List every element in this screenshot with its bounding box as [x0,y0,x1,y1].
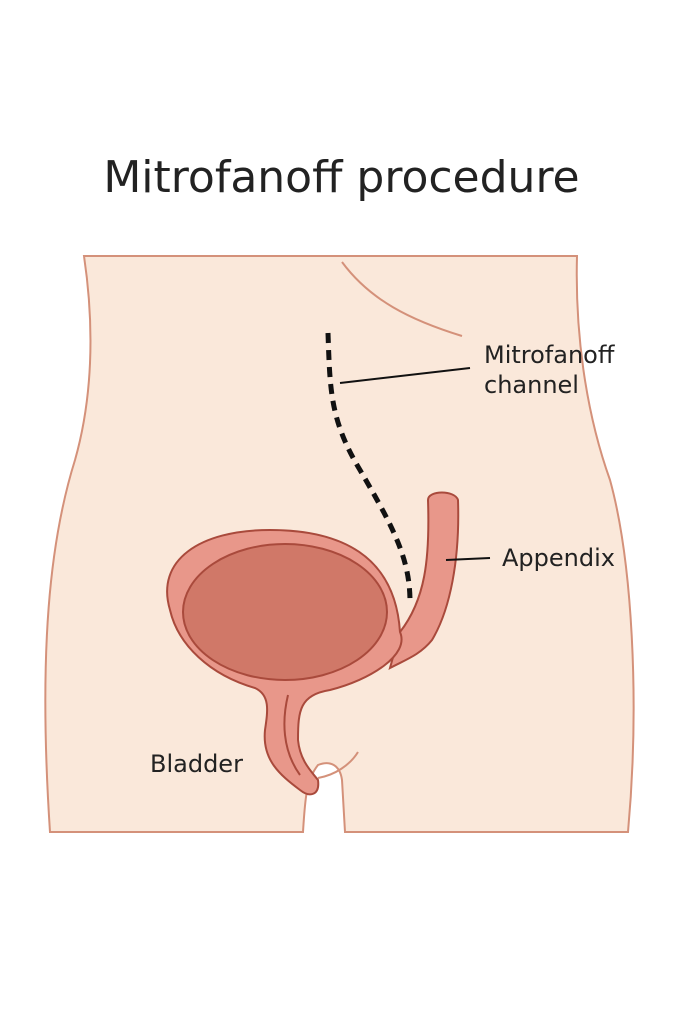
appendix-label: Appendix [502,544,615,572]
urethra-lumen [283,694,301,776]
channel-label-line2: channel [484,371,579,399]
appendix [388,491,460,670]
channel-leader [339,367,471,384]
bladder-label: Bladder [150,750,243,778]
channel-label-line1: Mitrofanoff [484,341,615,369]
diagram-title: Mitrofanoff procedure [103,152,580,203]
appendix-leader [445,557,491,561]
rib-line [341,261,463,337]
bladder-lumen [182,543,388,681]
mitrofanoff-channel [325,332,413,603]
channel-label: Mitrofanoff channel [484,340,614,400]
groin-line [317,751,359,779]
